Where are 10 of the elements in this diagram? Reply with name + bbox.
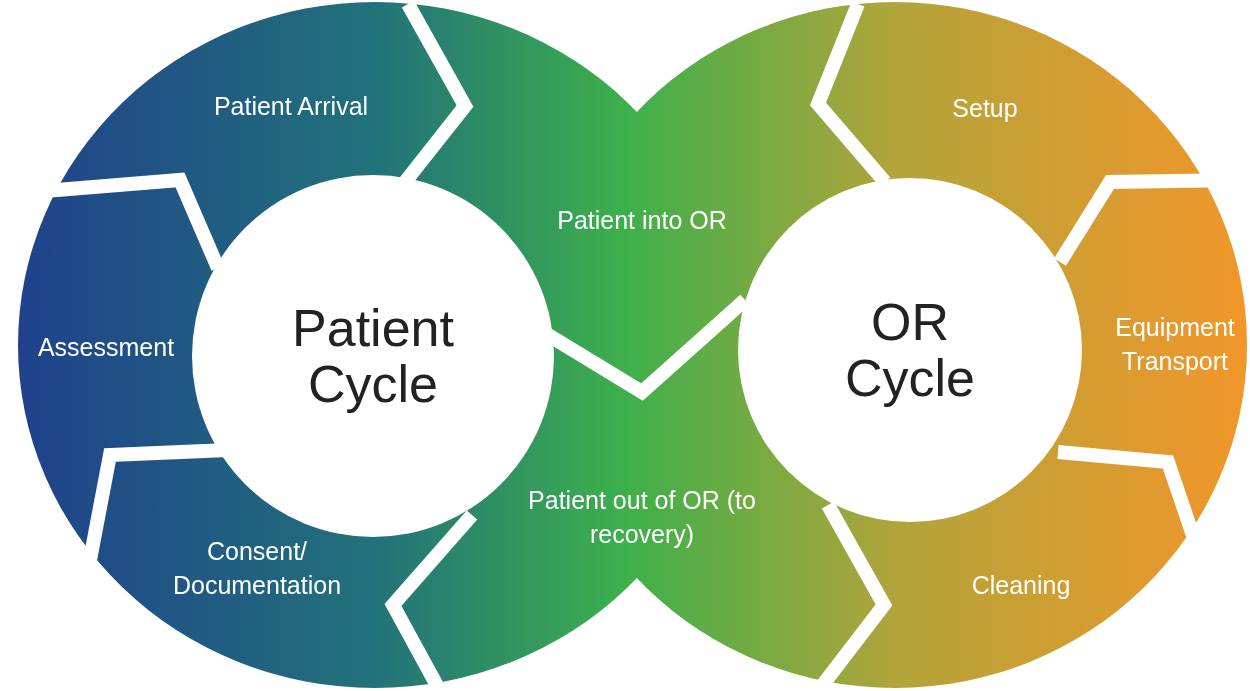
step-label: Patient Arrival <box>213 89 369 123</box>
cycle-title: Patient Cycle <box>291 300 455 412</box>
cycle-title: OR Cycle <box>843 294 976 406</box>
step-label: Patient out of OR (to recovery) <box>512 483 772 551</box>
step-label: Setup <box>952 91 1018 125</box>
step-label: Patient into OR <box>557 203 727 237</box>
step-label: Assessment <box>37 330 175 364</box>
step-label: Equipment Transport <box>1115 310 1235 378</box>
step-label: Cleaning <box>971 568 1071 602</box>
step-label: Consent/ Documentation <box>142 534 372 602</box>
